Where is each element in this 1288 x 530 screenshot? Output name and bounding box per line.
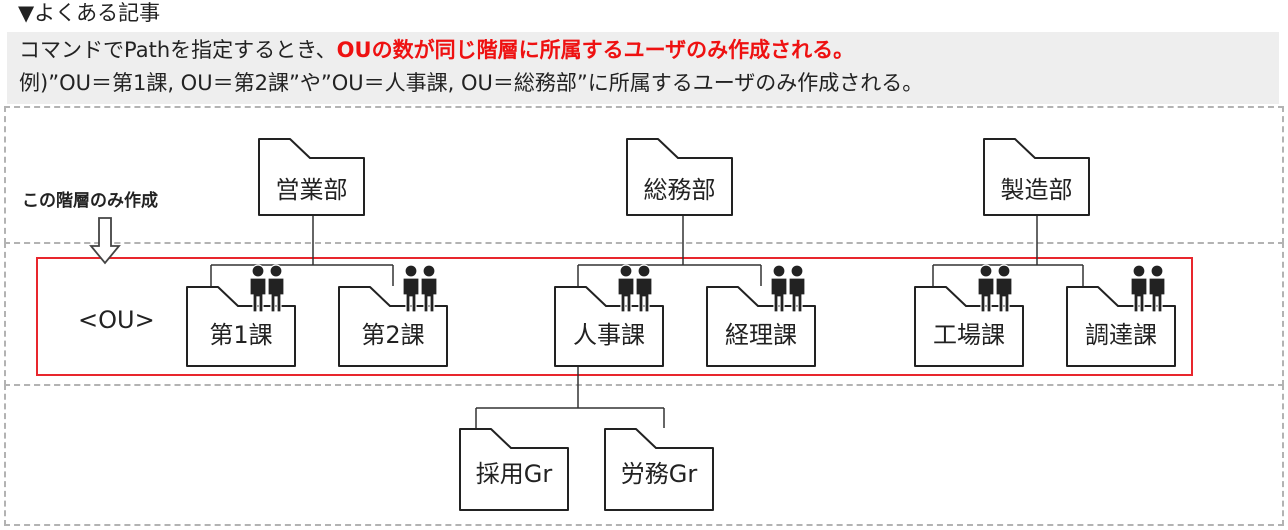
group-name: 労務Gr [620, 460, 698, 488]
section-name: 第1課 [209, 321, 273, 349]
folder-icon [459, 428, 569, 511]
section-name: 調達課 [1085, 321, 1157, 349]
section-folder-procurement: 調達課 [1066, 286, 1176, 367]
users-icon [1128, 263, 1168, 313]
users-icon [975, 263, 1015, 313]
section-name: 工場課 [933, 321, 1005, 349]
department-name: 製造部 [1000, 176, 1073, 204]
ou-label: <OU> [78, 306, 155, 334]
folder-icon [626, 138, 733, 216]
department-name: 総務部 [643, 176, 716, 204]
department-name: 営業部 [275, 176, 348, 204]
layer-band-groups [4, 384, 1284, 526]
folder-icon [706, 286, 816, 367]
down-arrow-icon [89, 217, 121, 265]
folder-icon [258, 138, 365, 216]
folder-icon [983, 138, 1090, 216]
page-heading: ▼よくある記事 [18, 1, 161, 25]
folder-icon [914, 286, 1024, 367]
users-icon [400, 263, 440, 313]
description-line-2: 例)”OU＝第1課, OU＝第2課”や”OU＝人事課, OU＝総務部”に所属する… [19, 71, 924, 95]
description-highlight: OUの数が同じ階層に所属するユーザのみ作成される。 [336, 38, 855, 62]
group-folder-recruiting: 採用Gr [459, 428, 569, 511]
section-folder-accounting: 経理課 [706, 286, 816, 367]
folder-icon [604, 428, 714, 511]
group-folder-labor: 労務Gr [604, 428, 714, 511]
folder-icon [1066, 286, 1176, 367]
description-line-1: コマンドでPathを指定するとき、OUの数が同じ階層に所属するユーザのみ作成され… [19, 36, 854, 64]
section-folder-hr: 人事課 [554, 286, 664, 367]
section-name: 経理課 [725, 321, 797, 349]
users-icon [247, 263, 287, 313]
group-name: 採用Gr [475, 460, 553, 488]
description-plain: コマンドでPathを指定するとき、 [19, 38, 337, 62]
section-folder-factory: 工場課 [914, 286, 1024, 367]
users-icon [615, 263, 655, 313]
users-icon [768, 263, 808, 313]
folder-icon [554, 286, 664, 367]
ou-highlight-frame [36, 257, 1193, 376]
section-name: 第2課 [361, 321, 425, 349]
layer-label: この階層のみ作成 [22, 191, 158, 211]
section-name: 人事課 [573, 321, 645, 349]
department-folder-sales: 営業部 [258, 138, 365, 216]
department-folder-general-affairs: 総務部 [626, 138, 733, 216]
section-folder-1: 第1課 [186, 286, 296, 367]
department-folder-manufacturing: 製造部 [983, 138, 1090, 216]
section-folder-2: 第2課 [338, 286, 448, 367]
folder-icon [186, 286, 296, 367]
description-callout: コマンドでPathを指定するとき、OUの数が同じ階層に所属するユーザのみ作成され… [7, 32, 1279, 104]
folder-icon [338, 286, 448, 367]
